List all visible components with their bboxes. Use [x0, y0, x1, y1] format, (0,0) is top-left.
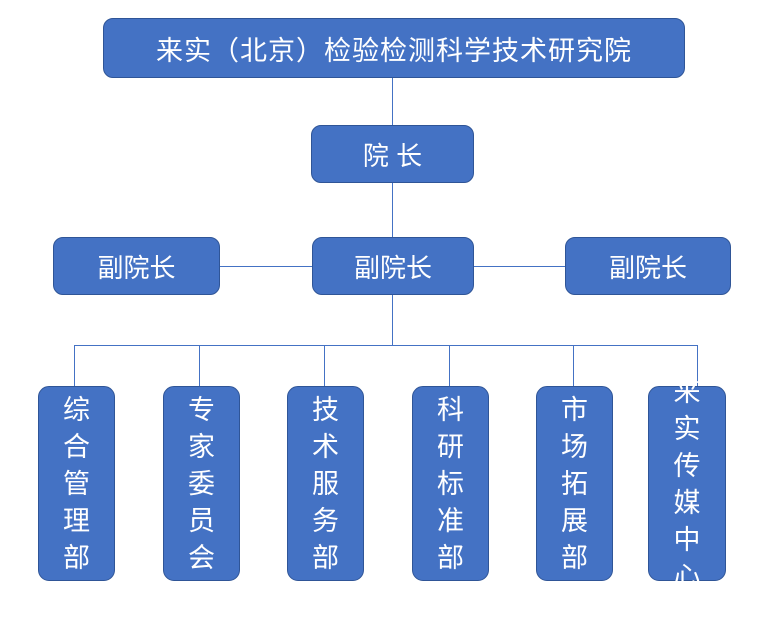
node-department-general-management[interactable]: 综合管理部	[38, 386, 115, 581]
node-department-laishi-media-center[interactable]: 来实传媒中心	[648, 377, 726, 592]
connector-president-to-vice-center	[392, 183, 393, 237]
node-label-char: 员	[188, 506, 215, 536]
connector-vice-center-to-right	[474, 266, 565, 267]
node-label-char: 准	[437, 506, 464, 536]
node-label-char: 场	[561, 432, 588, 462]
node-label-char: 媒	[673, 487, 701, 518]
node-department-market-development[interactable]: 市场拓展部	[536, 386, 613, 581]
connector-drop-dept-4	[449, 345, 450, 386]
node-label-char: 部	[561, 543, 588, 573]
node-label-char: 会	[188, 543, 215, 573]
node-label-char: 中	[673, 524, 701, 555]
node-label-char: 术	[312, 432, 339, 462]
node-label-char: 家	[188, 432, 215, 462]
node-label-char: 实	[673, 413, 701, 444]
node-vice-president-center[interactable]: 副院长	[312, 237, 474, 295]
node-vice-president-left[interactable]: 副院长	[53, 237, 220, 295]
node-label-char: 部	[312, 543, 339, 573]
connector-drop-dept-6	[697, 345, 698, 386]
node-label-char: 合	[63, 432, 90, 462]
node-label-char: 部	[63, 543, 90, 573]
connector-drop-dept-1	[74, 345, 75, 386]
node-label-char: 技	[312, 395, 339, 425]
connector-root-to-president	[392, 78, 393, 125]
node-label-char: 综	[63, 395, 90, 425]
node-vice-president-right-label: 副院长	[608, 252, 687, 283]
node-label-char: 理	[63, 506, 90, 536]
connector-vice-to-department-bus	[392, 295, 393, 345]
connector-drop-dept-2	[199, 345, 200, 386]
node-label-char: 心	[673, 561, 701, 592]
node-label-char: 来	[673, 376, 701, 407]
connector-drop-dept-5	[573, 345, 574, 386]
node-vice-president-center-label: 副院长	[353, 252, 432, 283]
node-institute[interactable]: 来实（北京）检验检测科学技术研究院	[103, 18, 685, 78]
node-label-char: 拓	[561, 469, 588, 499]
node-label-char: 研	[437, 432, 464, 462]
node-president[interactable]: 院 长	[311, 125, 474, 183]
node-label-char: 传	[673, 450, 701, 481]
node-department-technical-service[interactable]: 技术服务部	[287, 386, 364, 581]
node-department-research-standards[interactable]: 科研标准部	[412, 386, 489, 581]
node-department-expert-committee[interactable]: 专家委员会	[163, 386, 240, 581]
node-label-char: 部	[437, 543, 464, 573]
node-label-char: 服	[312, 469, 339, 499]
department-bus-line	[74, 345, 698, 346]
node-vice-president-left-label: 副院长	[97, 252, 176, 283]
node-label-char: 管	[63, 469, 90, 499]
connector-drop-dept-3	[324, 345, 325, 386]
connector-vice-center-to-left	[220, 266, 312, 267]
node-label-char: 市	[561, 395, 588, 425]
node-institute-label: 来实（北京）检验检测科学技术研究院	[156, 35, 632, 66]
node-label-char: 标	[437, 469, 464, 499]
node-label-char: 展	[561, 506, 588, 536]
node-vice-president-right[interactable]: 副院长	[565, 237, 731, 295]
node-label-char: 委	[188, 469, 215, 499]
node-president-label: 院 长	[362, 140, 423, 171]
node-label-char: 专	[188, 395, 215, 425]
node-label-char: 科	[437, 395, 464, 425]
node-label-char: 务	[312, 506, 339, 536]
